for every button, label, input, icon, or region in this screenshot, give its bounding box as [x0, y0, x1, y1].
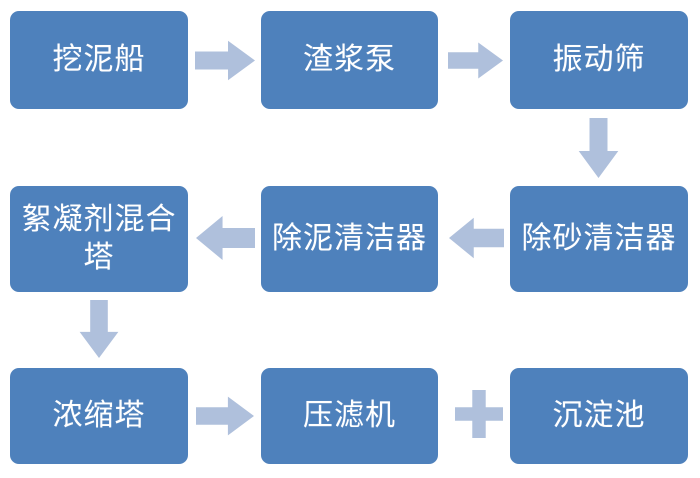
arrow-right-icon: [196, 394, 254, 438]
flow-node-label: 除泥清洁器: [272, 221, 427, 255]
flow-node-n9[interactable]: 沉淀池: [510, 368, 688, 464]
plus-icon: [455, 390, 503, 438]
arrow-right-icon: [195, 38, 255, 83]
flow-node-label: 除砂清洁器: [521, 221, 677, 255]
arrow-right-icon: [448, 40, 503, 81]
flow-node-n8[interactable]: 压滤机: [261, 368, 438, 464]
flow-node-n5[interactable]: 除泥清洁器: [261, 186, 438, 292]
arrow-down-icon: [576, 118, 621, 178]
flow-node-n7[interactable]: 浓缩塔: [10, 368, 188, 464]
flow-node-label: 振动筛: [552, 42, 646, 76]
arrow-left-icon: [196, 213, 255, 263]
flow-node-n2[interactable]: 渣浆泵: [261, 11, 438, 109]
flow-node-label: 挖泥船: [52, 42, 146, 76]
flow-node-label: 渣浆泵: [303, 42, 396, 76]
flow-node-label: 压滤机: [303, 398, 396, 432]
flow-node-n6[interactable]: 除砂清洁器: [510, 186, 688, 292]
arrow-left-icon: [449, 215, 504, 261]
flow-node-label: 沉淀池: [552, 398, 646, 432]
flow-node-n1[interactable]: 挖泥船: [10, 11, 188, 109]
arrow-down-icon: [77, 300, 121, 358]
flow-node-label: 絮凝剂混合塔: [21, 202, 177, 274]
flow-node-n3[interactable]: 振动筛: [510, 11, 688, 109]
flow-node-label: 浓缩塔: [52, 398, 146, 432]
flow-node-n4[interactable]: 絮凝剂混合塔: [10, 186, 188, 292]
